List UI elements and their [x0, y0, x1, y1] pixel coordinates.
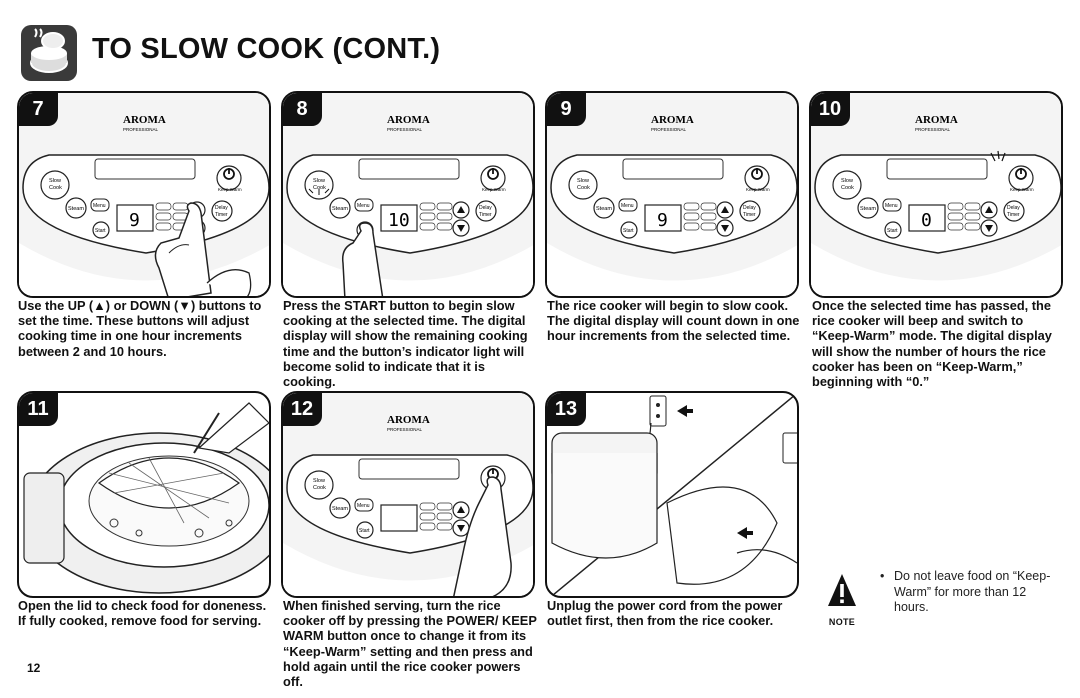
- svg-text:PROFESSIONAL: PROFESSIONAL: [651, 127, 687, 132]
- step-8-display: 10: [388, 210, 410, 231]
- step-10-caption: Once the selected time has passed, the r…: [812, 298, 1052, 390]
- step-11-number: 11: [19, 393, 58, 426]
- step-13-panel: 13: [545, 391, 799, 598]
- rice-cooker-control-illustration: AROMA PROFESSIONAL Slow Cook Keep Warm S…: [811, 93, 1061, 296]
- unplug-cord-illustration: [550, 393, 797, 596]
- step-7-caption: Use the UP (▲) or DOWN (▼) buttons to se…: [18, 298, 262, 359]
- step-8-caption: Press the START button to begin slow coo…: [283, 298, 528, 390]
- svg-text:Cook: Cook: [49, 185, 62, 191]
- svg-text:Menu: Menu: [885, 203, 898, 209]
- step-8-panel: 8 AROMA PROFESSIONAL Slow Cook Keep Warm…: [281, 91, 535, 298]
- note-text: • Do not leave food on “Keep-Warm” for m…: [880, 569, 1060, 616]
- page-number: 12: [27, 661, 41, 675]
- step-7-number: 7: [19, 93, 58, 126]
- svg-text:Menu: Menu: [357, 503, 370, 509]
- svg-text:Slow: Slow: [577, 178, 589, 184]
- step-12-caption: When finished serving, turn the rice coo…: [283, 598, 537, 690]
- power-button: [216, 165, 242, 191]
- svg-text:Cook: Cook: [313, 485, 326, 491]
- svg-text:AROMA: AROMA: [915, 114, 958, 126]
- rice-cooker-control-illustration: AROMA PROFESSIONAL Slow Cook Keep Warm S…: [283, 93, 533, 296]
- slow-cooker-icon: [21, 25, 77, 81]
- aroma-logo: AROMA: [123, 114, 166, 126]
- slow-cook-button: [40, 170, 70, 200]
- svg-text:Start: Start: [887, 228, 898, 234]
- svg-text:PROFESSIONAL: PROFESSIONAL: [387, 427, 423, 432]
- svg-text:Delay: Delay: [743, 205, 756, 211]
- svg-text:Cook: Cook: [313, 185, 326, 191]
- svg-text:Start: Start: [359, 528, 370, 534]
- svg-text:Cook: Cook: [841, 185, 854, 191]
- step-7-panel: 7 AROMA PROFESSIONAL Slow Cook Keep Warm…: [17, 91, 271, 298]
- svg-text:Keep Warm: Keep Warm: [218, 187, 242, 192]
- svg-text:Delay: Delay: [1007, 205, 1020, 211]
- step-9-caption: The rice cooker will begin to slow cook.…: [547, 298, 800, 344]
- step-10-panel: 10 AROMA PROFESSIONAL Slow Cook Keep War…: [809, 91, 1063, 298]
- svg-text:Delay: Delay: [479, 205, 492, 211]
- svg-text:AROMA: AROMA: [387, 114, 430, 126]
- svg-text:Menu: Menu: [621, 203, 634, 209]
- svg-text:Menu: Menu: [357, 203, 370, 209]
- page-title: TO SLOW COOK (CONT.): [92, 33, 441, 65]
- svg-text:Timer: Timer: [215, 212, 228, 218]
- svg-text:Steam: Steam: [596, 206, 612, 212]
- svg-text:Keep Warm: Keep Warm: [746, 187, 770, 192]
- step-11-caption: Open the lid to check food for doneness.…: [18, 598, 267, 629]
- warning-icon: [826, 572, 858, 610]
- svg-text:Keep Warm: Keep Warm: [1010, 187, 1034, 192]
- svg-text:Steam: Steam: [68, 206, 84, 212]
- svg-text:Timer: Timer: [1007, 212, 1020, 218]
- step-11-panel: 11: [17, 391, 271, 598]
- svg-text:Slow: Slow: [313, 178, 325, 184]
- svg-text:Timer: Timer: [479, 212, 492, 218]
- step-9-panel: 9 AROMA PROFESSIONAL Slow Cook Keep Warm…: [545, 91, 799, 298]
- svg-text:Delay: Delay: [215, 205, 228, 211]
- rice-cooker-control-illustration: AROMA PROFESSIONAL Slow Cook Steam Menu …: [283, 393, 533, 596]
- svg-text:PROFESSIONAL: PROFESSIONAL: [387, 127, 423, 132]
- step-10-number: 10: [811, 93, 850, 126]
- svg-text:AROMA: AROMA: [387, 414, 430, 426]
- step-9-display: 9: [657, 210, 668, 231]
- note-label: NOTE: [828, 617, 856, 627]
- step-13-caption: Unplug the power cord from the power out…: [547, 598, 783, 629]
- svg-text:AROMA: AROMA: [651, 114, 694, 126]
- step-12-panel: 12 AROMA PROFESSIONAL Slow Cook Steam Me…: [281, 391, 535, 598]
- rice-cooker-control-illustration: AROMA PROFESSIONAL Slow Cook Keep Warm S…: [19, 93, 269, 296]
- step-8-number: 8: [283, 93, 322, 126]
- note-body: Do not leave food on “Keep-Warm” for mor…: [894, 569, 1051, 614]
- svg-text:Steam: Steam: [332, 206, 348, 212]
- svg-text:Cook: Cook: [577, 185, 590, 191]
- step-7-display: 9: [129, 210, 140, 231]
- step-12-number: 12: [283, 393, 322, 426]
- step-9-number: 9: [547, 93, 586, 126]
- svg-text:PROFESSIONAL: PROFESSIONAL: [123, 127, 159, 132]
- svg-text:Slow: Slow: [841, 178, 853, 184]
- svg-text:Menu: Menu: [93, 203, 106, 209]
- svg-text:Slow: Slow: [313, 478, 325, 484]
- svg-text:Steam: Steam: [332, 506, 348, 512]
- svg-text:Steam: Steam: [860, 206, 876, 212]
- open-cooker-food-illustration: [23, 402, 269, 594]
- svg-text:Timer: Timer: [743, 212, 756, 218]
- note-bullet: •: [880, 569, 885, 583]
- svg-text:Start: Start: [95, 228, 106, 234]
- step-13-number: 13: [547, 393, 586, 426]
- svg-text:Slow: Slow: [49, 178, 61, 184]
- svg-text:PROFESSIONAL: PROFESSIONAL: [915, 127, 951, 132]
- rice-cooker-control-illustration: AROMA PROFESSIONAL Slow Cook Keep Warm S…: [547, 93, 797, 296]
- svg-text:Keep Warm: Keep Warm: [482, 187, 506, 192]
- svg-text:Start: Start: [623, 228, 634, 234]
- step-10-display: 0: [921, 210, 932, 231]
